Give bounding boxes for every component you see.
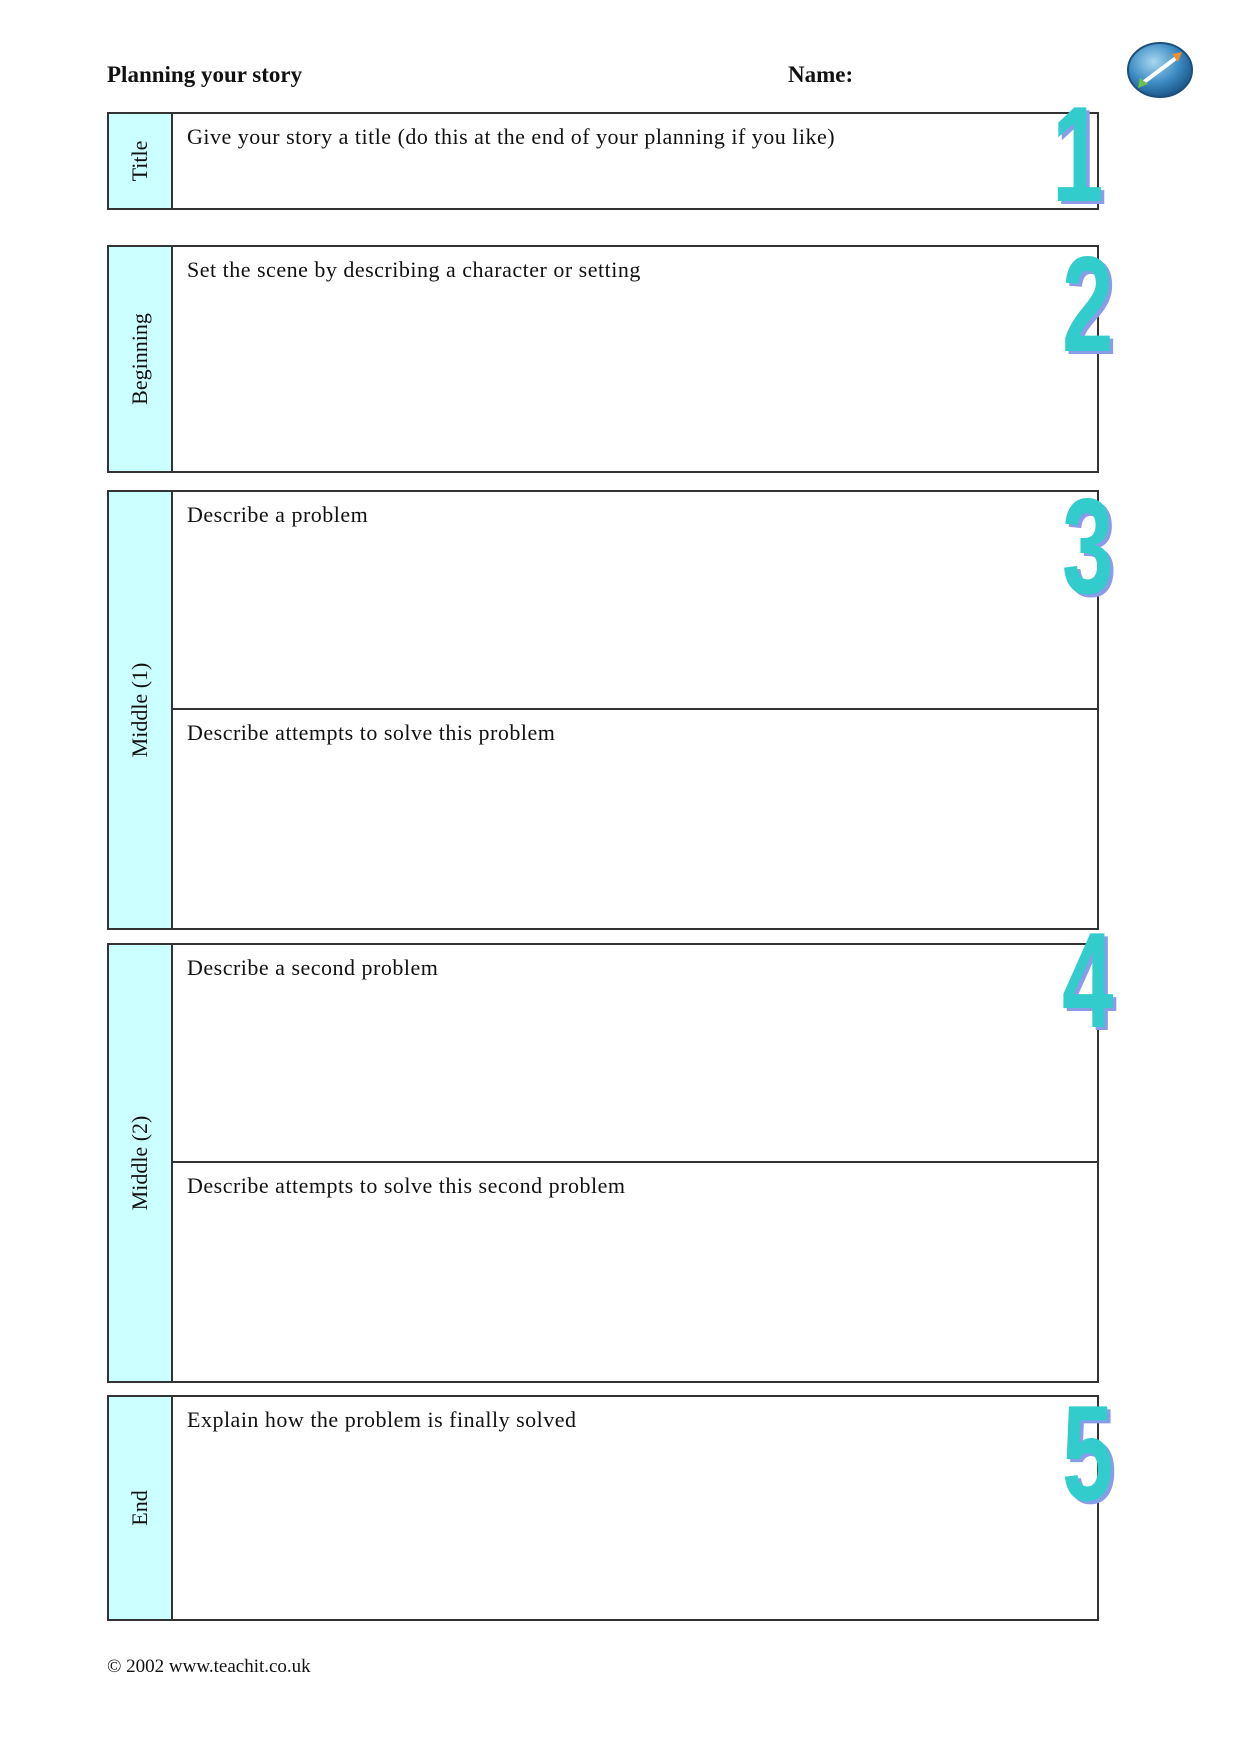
section-label-column: Middle (2) [109,945,173,1381]
section-middle-1: Middle (1) Describe a problem Describe a… [107,490,1099,930]
section-middle-2: Middle (2) Describe a second problem Des… [107,943,1099,1383]
section-label-column: Beginning [109,247,173,471]
step-number-3: 3 [1062,470,1114,622]
page-title: Planning your story [107,62,303,87]
section-label: Middle (1) [127,662,152,758]
writing-area-second-problem[interactable]: Describe a second problem [173,945,1097,1163]
step-number-4: 4 [1062,904,1114,1056]
section-label-column: End [109,1397,173,1619]
name-label: Name: [788,62,854,87]
section-label-column: Title [109,114,173,208]
prompt-text: Describe attempts to solve this second p… [187,1173,626,1198]
prompt-text: Give your story a title (do this at the … [187,124,836,149]
prompt-text: Describe attempts to solve this problem [187,720,556,745]
section-label: End [127,1490,152,1526]
writing-area-problem[interactable]: Describe a problem [173,492,1097,710]
teachit-logo-icon [1127,42,1193,98]
step-number-1: 1 [1052,78,1104,230]
writing-area[interactable]: Give your story a title (do this at the … [173,114,1097,208]
writing-area-attempts[interactable]: Describe attempts to solve this problem [173,710,1097,928]
step-number-5: 5 [1062,1377,1114,1529]
copyright-footer: © 2002 www.teachit.co.uk [107,1656,311,1677]
section-label-column: Middle (1) [109,492,173,928]
writing-area[interactable]: Explain how the problem is finally solve… [173,1397,1097,1619]
section-end: End Explain how the problem is finally s… [107,1395,1099,1621]
writing-area-second-attempts[interactable]: Describe attempts to solve this second p… [173,1163,1097,1381]
writing-area[interactable]: Set the scene by describing a character … [173,247,1097,471]
prompt-text: Set the scene by describing a character … [187,257,641,282]
section-title: Title Give your story a title (do this a… [107,112,1099,210]
section-beginning: Beginning Set the scene by describing a … [107,245,1099,473]
step-number-2: 2 [1062,228,1114,380]
prompt-text: Explain how the problem is finally solve… [187,1407,577,1432]
section-label: Beginning [127,313,152,405]
section-label: Middle (2) [127,1115,152,1211]
prompt-text: Describe a problem [187,502,369,527]
prompt-text: Describe a second problem [187,955,439,980]
section-label: Title [127,140,152,182]
